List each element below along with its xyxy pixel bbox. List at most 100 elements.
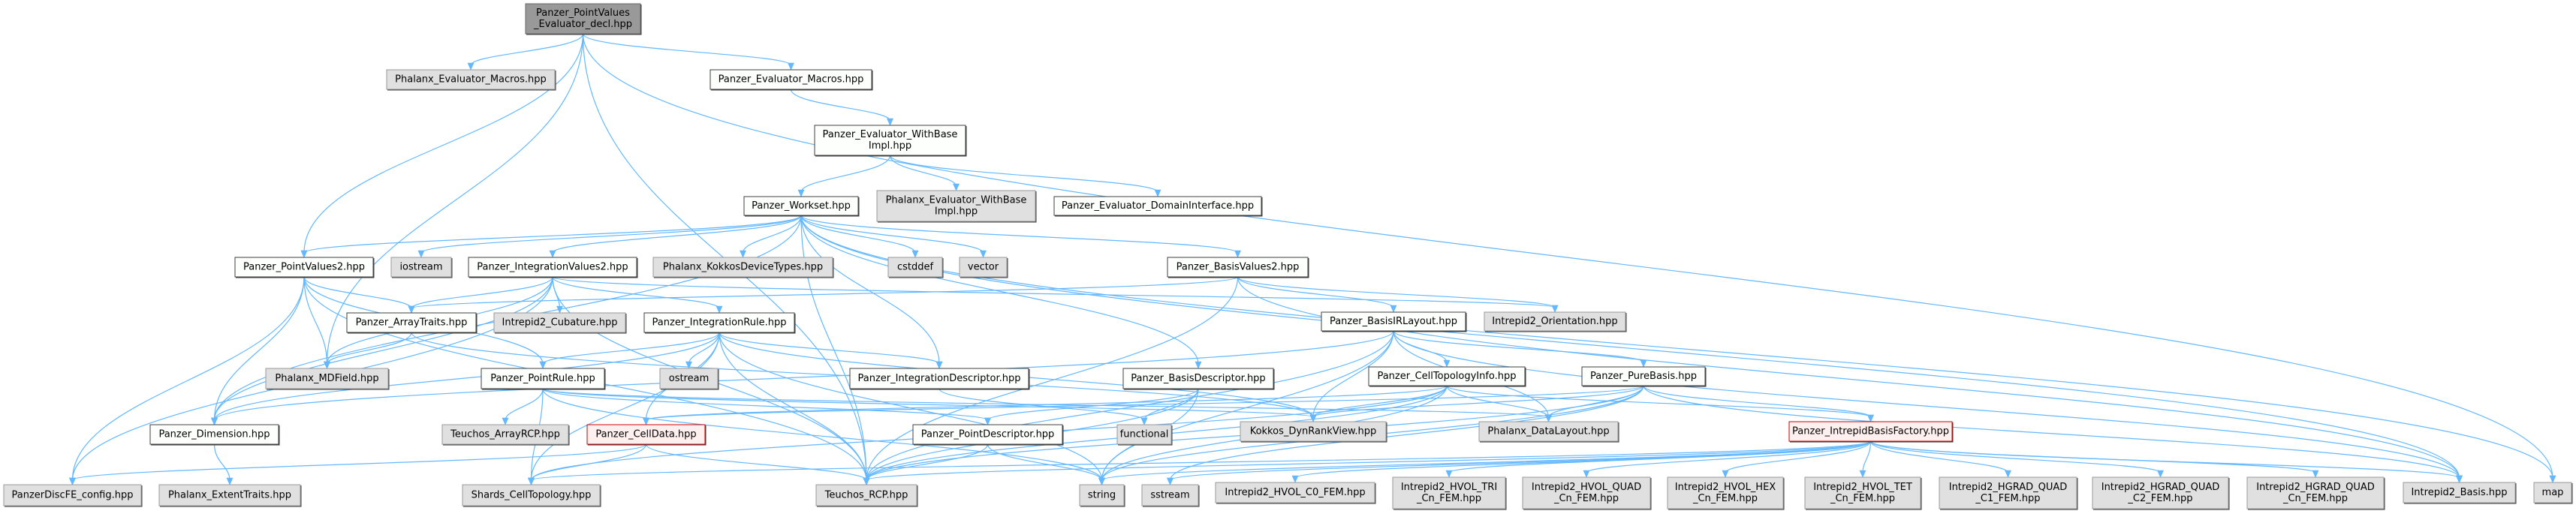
node-iostream[interactable]: iostream	[390, 257, 453, 278]
node-intrepid2-basis[interactable]: Intrepid2_Basis.hpp	[2403, 482, 2517, 504]
edge-workset-to-integrationvalues2	[552, 215, 802, 254]
node-pointvalues2[interactable]: Panzer_PointValues2.hpp	[234, 257, 375, 278]
nodes-layer: Panzer_PointValues_Evaluator_decl.hppPha…	[3, 3, 2573, 510]
node-basisirlayout[interactable]: Panzer_BasisIRLayout.hpp	[1321, 311, 1467, 332]
arrowhead-icon	[788, 62, 794, 71]
node-label: iostream	[399, 262, 442, 273]
arrowhead-icon	[1640, 359, 1647, 368]
node-sstream[interactable]: sstream	[1141, 484, 1200, 507]
edge-workset-to-kokkos_device_types	[742, 215, 802, 254]
edge-workset-to-vector	[800, 215, 984, 254]
node-shadow	[1806, 478, 1922, 510]
node-string[interactable]: string	[1079, 484, 1125, 507]
node-label: Phalanx_Evaluator_WithBase	[886, 195, 1027, 206]
node-label: Intrepid2_HGRAD_QUAD	[2256, 482, 2375, 493]
edge-workset-to-basisvalues2	[800, 215, 1239, 254]
node-datalayout[interactable]: Phalanx_DataLayout.hpp	[1478, 421, 1619, 443]
node-cubature[interactable]: Intrepid2_Cubature.hpp	[493, 312, 627, 334]
node-celldata[interactable]: Panzer_CellData.hpp	[586, 424, 707, 446]
node-shadow	[526, 5, 642, 35]
edge-basisfactory-to-string	[1101, 440, 1872, 481]
node-shadow	[2535, 483, 2573, 504]
edge-celldata-to-shards_celltopology	[530, 443, 647, 481]
node-teuchos-rcp[interactable]: Teuchos_RCP.hpp	[815, 484, 918, 507]
node-label: _Evaluator_decl.hpp	[533, 19, 632, 30]
node-hgrad-quad-c1[interactable]: Intrepid2_HGRAD_QUAD_C1_FEM.hpp	[1939, 476, 2078, 510]
arrowhead-icon	[1859, 470, 1866, 478]
node-integrationrule[interactable]: Panzer_IntegrationRule.hpp	[643, 312, 796, 334]
node-box	[390, 257, 452, 278]
node-pointdescriptor[interactable]: Panzer_PointDescriptor.hpp	[912, 424, 1064, 446]
node-box	[1788, 421, 1953, 442]
node-shadow	[817, 485, 918, 507]
node-basisfactory[interactable]: Panzer_IntrepidBasisFactory.hpp	[1788, 421, 1954, 443]
node-basisvalues2[interactable]: Panzer_BasisValues2.hpp	[1167, 257, 1309, 278]
node-hvol-hex[interactable]: Intrepid2_HVOL_HEX_Cn_FEM.hpp	[1667, 476, 1785, 510]
node-hvol-tri[interactable]: Intrepid2_HVOL_TRI_Cn_FEM.hpp	[1392, 476, 1507, 510]
node-shadow	[878, 191, 1037, 223]
node-integrationdescriptor[interactable]: Panzer_IntegrationDescriptor.hpp	[849, 368, 1030, 390]
node-pointrule[interactable]: Panzer_PointRule.hpp	[481, 368, 606, 390]
node-hgrad-quad-cn[interactable]: Intrepid2_HGRAD_QUAD_Cn_FEM.hpp	[2246, 476, 2385, 510]
node-hgrad-quad-c2[interactable]: Intrepid2_HGRAD_QUAD_C2_FEM.hpp	[2092, 476, 2230, 510]
node-hvol-tet[interactable]: Intrepid2_HVOL_TET_Cn_FEM.hpp	[1804, 476, 1922, 510]
node-celltopologyinfo[interactable]: Panzer_CellTopologyInfo.hpp	[1368, 366, 1526, 387]
node-kokkos-device-types[interactable]: Phalanx_KokkosDeviceTypes.hpp	[652, 257, 834, 278]
node-label: Phalanx_ExtentTraits.hpp	[168, 490, 291, 501]
node-label: Teuchos_ArrayRCP.hpp	[450, 429, 560, 440]
node-box	[1122, 368, 1274, 389]
node-domain-interface[interactable]: Panzer_Evaluator_DomainInterface.hpp	[1053, 196, 1263, 217]
node-discfe-config[interactable]: PanzerDiscFE_config.hpp	[3, 484, 143, 507]
node-box	[814, 125, 966, 156]
node-map[interactable]: map	[2533, 482, 2573, 504]
node-label: sstream	[1150, 490, 1189, 501]
node-box	[462, 484, 601, 506]
edge-purebasis-to-dynrankview	[1312, 385, 1644, 418]
node-label: functional	[1120, 429, 1169, 440]
node-box	[468, 257, 637, 278]
node-workset[interactable]: Panzer_Workset.hpp	[743, 196, 860, 217]
node-label: _C1_FEM.hpp	[1975, 493, 2040, 504]
node-shadow	[443, 425, 570, 446]
arrowhead-icon	[1098, 477, 1105, 485]
node-dynrankview[interactable]: Kokkos_DynRankView.hpp	[1240, 421, 1387, 443]
node-hvol-c0[interactable]: Intrepid2_HVOL_C0_FEM.hpp	[1215, 482, 1376, 504]
node-box	[525, 3, 641, 35]
node-shadow	[1393, 478, 1507, 510]
node-shards-celltopology[interactable]: Shards_CellTopology.hpp	[462, 484, 601, 507]
node-shadow	[661, 369, 719, 390]
edge-pointrule-to-string	[542, 388, 1103, 481]
node-arraytraits[interactable]: Panzer_ArrayTraits.hpp	[346, 312, 478, 334]
node-orientation[interactable]: Intrepid2_Orientation.hpp	[1484, 311, 1627, 332]
node-label: _Cn_FEM.hpp	[1692, 493, 1758, 504]
node-cstddef[interactable]: cstddef	[887, 257, 944, 278]
node-vector[interactable]: vector	[959, 257, 1008, 278]
node-integrationvalues2[interactable]: Panzer_IntegrationValues2.hpp	[468, 257, 638, 278]
node-extenttraits[interactable]: Phalanx_ExtentTraits.hpp	[158, 484, 302, 507]
node-dimension[interactable]: Panzer_Dimension.hpp	[149, 424, 280, 446]
edge-workset-to-basisdescriptor	[800, 215, 1199, 365]
node-hvol-quad[interactable]: Intrepid2_HVOL_QUAD_Cn_FEM.hpp	[1522, 476, 1652, 510]
edge-workset-to-map	[800, 215, 2553, 479]
node-functional[interactable]: functional	[1116, 424, 1173, 446]
node-arrayrcp[interactable]: Teuchos_ArrayRCP.hpp	[441, 424, 570, 446]
node-basisdescriptor[interactable]: Panzer_BasisDescriptor.hpp	[1122, 368, 1275, 390]
edge-basisfactory-to-teuchos_rcp	[866, 440, 1872, 481]
node-mdfield[interactable]: Phalanx_MDField.hpp	[265, 368, 390, 390]
edge-root-to-pointvalues2	[303, 33, 584, 254]
node-box	[346, 312, 477, 333]
node-box	[1522, 476, 1651, 509]
node-pz-eval-macros[interactable]: Panzer_Evaluator_Macros.hpp	[710, 69, 873, 91]
node-box	[1141, 484, 1199, 506]
node-shadow	[469, 258, 638, 278]
node-ostream[interactable]: ostream	[659, 368, 719, 390]
node-box	[586, 424, 706, 445]
arrowhead-icon	[1309, 414, 1317, 422]
edge-pointvalues2-to-dimension	[213, 276, 305, 421]
node-phx-eval-macros[interactable]: Phalanx_Evaluator_Macros.hpp	[386, 69, 556, 91]
edge-integrationrule-to-integrationdescriptor	[719, 332, 940, 365]
node-purebasis[interactable]: Panzer_PureBasis.hpp	[1581, 366, 1707, 387]
arrowhead-icon	[984, 417, 991, 425]
